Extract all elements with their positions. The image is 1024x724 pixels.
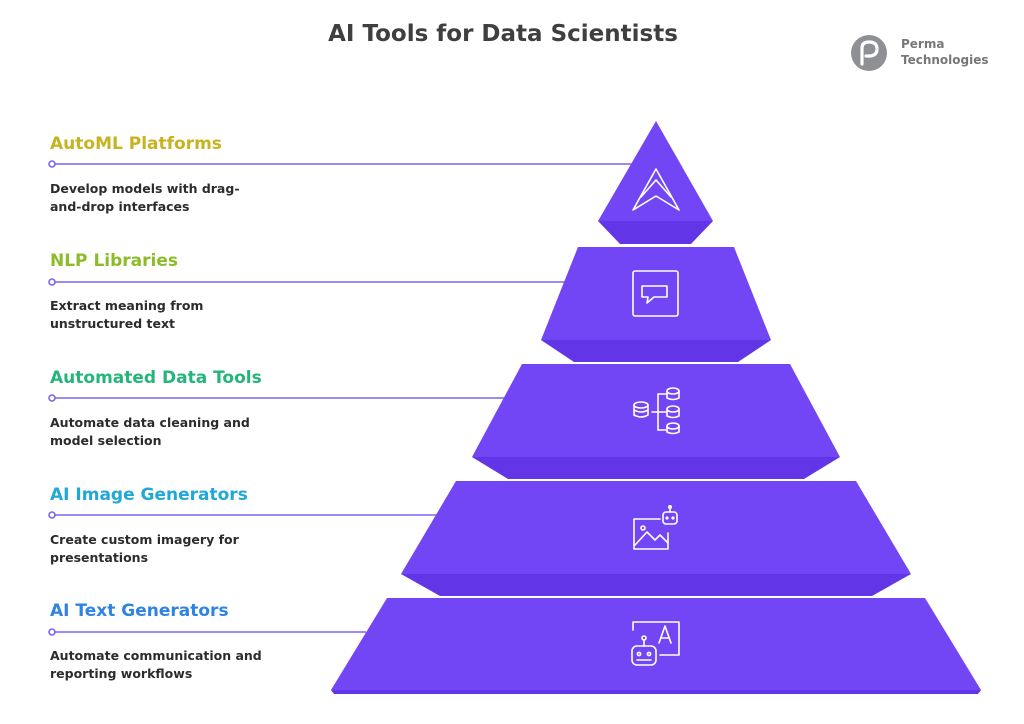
level-title-nlp: NLP Libraries [50, 251, 178, 271]
connector-dot-1 [48, 160, 56, 168]
pyramid-tier-3 [472, 364, 840, 479]
level-desc-text-gen-line1: Automate communication and [50, 648, 262, 663]
level-desc-nlp-line1: Extract meaning from [50, 298, 203, 313]
connector-dot-4 [48, 511, 56, 519]
level-desc-image-gen-line2: presentations [50, 550, 148, 565]
level-desc-image-gen-line1: Create custom imagery for [50, 532, 240, 547]
pyramid [331, 121, 981, 694]
chat-bubble-icon [632, 270, 679, 317]
automl-chevron-icon [632, 168, 680, 211]
database-flow-icon [633, 387, 680, 435]
pyramid-tier-4 [401, 481, 911, 596]
connector-dot-5 [48, 628, 56, 636]
connector-dot-3 [48, 394, 56, 402]
level-desc-automated-data-line2: model selection [50, 433, 162, 448]
page-title: AI Tools for Data Scientists [328, 21, 678, 47]
brand-logo-icon [851, 35, 887, 71]
level-title-automl: AutoML Platforms [50, 134, 222, 154]
robot-text-icon [631, 621, 680, 666]
level-title-text-gen: AI Text Generators [50, 601, 229, 621]
level-labels: AutoML Platforms Develop models with dra… [50, 134, 262, 681]
level-title-automated-data: Automated Data Tools [50, 368, 262, 388]
connectors [48, 160, 633, 636]
level-desc-text-gen-line2: reporting workflows [50, 666, 192, 681]
pyramid-tier-5 [331, 598, 981, 694]
brand-name-line1: Perma [901, 37, 944, 51]
level-desc-nlp-line2: unstructured text [50, 316, 175, 331]
brand-name-line2: Technologies [901, 53, 989, 67]
brand-logo: Perma Technologies [851, 35, 989, 71]
ai-image-icon [633, 504, 678, 550]
pyramid-tier-2 [541, 247, 771, 362]
pyramid-tier-1 [598, 121, 713, 244]
level-desc-automl-line2: and-drop interfaces [50, 199, 189, 214]
level-desc-automated-data-line1: Automate data cleaning and [50, 415, 250, 430]
level-title-image-gen: AI Image Generators [50, 485, 248, 505]
level-desc-automl-line1: Develop models with drag- [50, 181, 240, 196]
connector-dot-2 [48, 278, 56, 286]
